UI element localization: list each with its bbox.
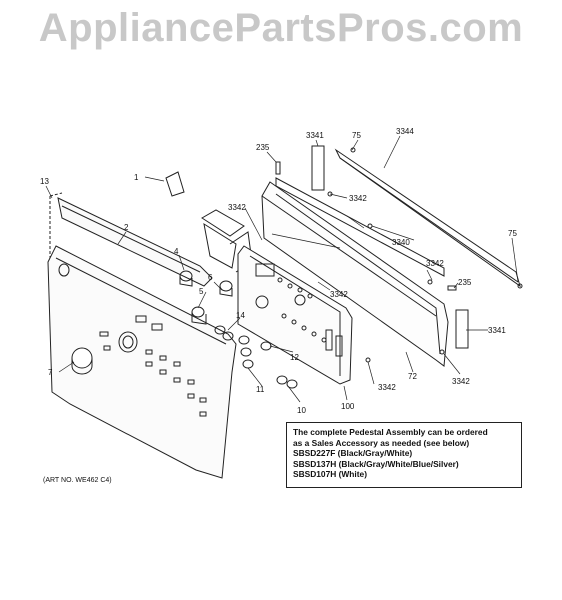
front-panel-buttons [99,315,207,417]
note-line-2: as a Sales Accessory as needed (see belo… [293,437,470,448]
screw-235-top [275,161,281,175]
callout-3341-bottom: 3341 [488,326,506,335]
callout-75-right: 75 [508,229,517,238]
pedestal-note-box: The complete Pedestal Assembly can be or… [286,422,522,488]
callout-13: 13 [40,177,49,186]
callout-75-top: 75 [352,131,361,140]
part-3341-endcap-bottom [455,309,469,349]
art-number: (ART NO. WE462 C4) [43,477,112,484]
note-line-1: The complete Pedestal Assembly can be or… [293,427,488,437]
callout-3342-d: 3342 [330,290,348,299]
callout-235-top: 235 [256,143,270,152]
callout-3342-e: 3342 [378,383,396,392]
screw-75-right [517,283,523,289]
callout-11: 11 [256,385,265,394]
board-components [277,277,343,357]
part-100-control-board [237,245,353,385]
callout-6: 6 [208,273,213,282]
callout-3341-top: 3341 [306,131,324,140]
callout-3342-f: 3342 [452,377,470,386]
callout-3344: 3344 [396,127,414,136]
note-line-4: SBSD137H (Black/Gray/White/Blue/Silver) [293,458,459,469]
callout-4: 4 [174,247,179,256]
part-3342-top-rail [275,177,445,277]
callout-72: 72 [408,372,417,381]
callout-2: 2 [124,223,129,232]
watermark-logo: AppliancePartsPros.com [38,6,524,50]
callout-10: 10 [297,406,306,415]
part-2-trim [57,197,213,287]
wire-harness [201,209,245,237]
callout-14: 14 [236,311,245,320]
part-3341-endcap-top [311,145,325,191]
part-3344-strip [334,148,521,288]
callout-235-right: 235 [458,278,472,287]
part-7-knob [71,347,93,375]
callout-1: 1 [134,173,139,182]
callout-3342-c: 3342 [426,259,444,268]
leader-lines [45,135,519,403]
callout-5: 5 [199,287,204,296]
part-1-piece [165,171,185,197]
callout-labels: 1 2 4 5 6 7 10 11 12 13 14 72 75 75 100 … [40,127,517,415]
note-line-5: SBSD107H (White) [293,469,367,480]
note-line-3: SBSD227F (Black/Gray/White) [293,448,413,459]
callout-7: 7 [48,368,53,377]
callout-3342-b: 3342 [228,203,246,212]
callout-12: 12 [290,353,299,362]
callout-100: 100 [341,402,355,411]
callout-3340: 3340 [392,238,410,247]
screw-235-right [447,285,457,291]
callout-3342-a: 3342 [349,194,367,203]
